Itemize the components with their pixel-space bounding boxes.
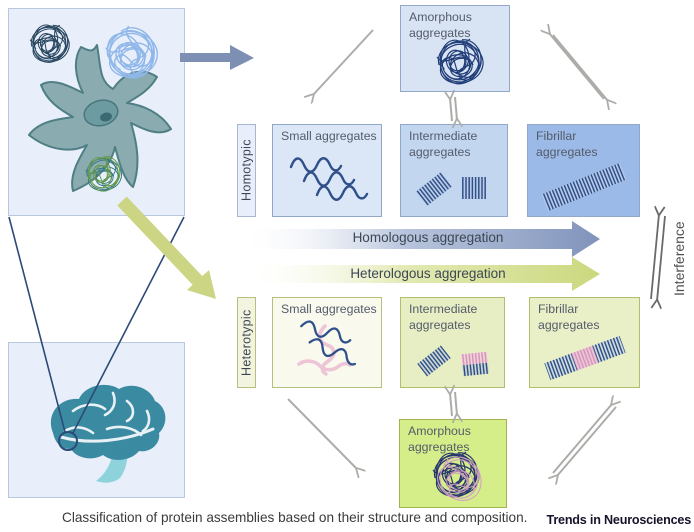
heterotypic-small-aggregates-box: Small aggregates: [272, 297, 382, 388]
intermediate-fibril-icon: [415, 172, 486, 206]
fibril-icon: [541, 162, 627, 212]
mixed-fibril-icon: [544, 335, 626, 381]
heterotypic-fibrillar-aggregates-box: Fibrillar aggregates: [529, 297, 640, 388]
mixed-amorphous-tangle-icon: [428, 447, 492, 509]
cell-panel: [8, 8, 185, 216]
amorphous-tangle-icon: [435, 34, 486, 88]
heterologous-aggregation-label: Heterologous aggregation: [350, 266, 506, 281]
mixed-intermediate-fibril-icon: [417, 345, 490, 377]
amorphous-fibrillar-reversible-arrow-top: [549, 33, 608, 101]
dark-blue-aggregate-icon: [27, 19, 73, 67]
astrocyte-cell-illustration: [27, 19, 172, 193]
interference-label: Interference: [671, 221, 687, 297]
box-label: Small aggregates: [281, 302, 377, 316]
heterotypic-row-label: Heterotypic: [237, 297, 256, 388]
cell-nucleolus: [100, 112, 112, 122]
homotypic-intermediate-aggregates-box: Intermediate aggregates: [400, 124, 508, 217]
amorphous-intermediate-reversible-arrow-bottom: [450, 392, 457, 416]
homotypic-row-label: Homotypic: [237, 124, 256, 217]
homotypic-amorphous-aggregates-box: Amorphous aggregates: [400, 5, 510, 92]
homologous-aggregation-label: Homologous aggregation: [352, 230, 504, 245]
box-label: Small aggregates: [281, 129, 377, 143]
figure-caption: Classification of protein assemblies bas…: [62, 510, 528, 525]
brain-panel: [8, 342, 185, 498]
interference-reversible-arrows: [650, 214, 666, 301]
heterotypic-amorphous-aggregates-box: Amorphous aggregates: [399, 419, 507, 509]
cell-to-homotypic-arrow: [180, 45, 254, 70]
journal-name: Trends in Neurosciences: [546, 513, 692, 527]
heterotypic-intermediate-aggregates-box: Intermediate aggregates: [400, 297, 505, 388]
box-label: Amorphous aggregates: [408, 424, 471, 454]
amorphous-to-small-arrow: [313, 29, 374, 95]
mixed-squiggles-icon: [297, 320, 357, 376]
homotypic-small-aggregates-box: Small aggregates: [272, 124, 382, 217]
box-label: Fibrillar aggregates: [538, 302, 600, 332]
box-label: Intermediate aggregates: [409, 302, 478, 332]
amorphous-intermediate-reversible-arrow-top: [450, 97, 457, 121]
small-to-amorphous-arrow: [287, 398, 357, 469]
box-label: Amorphous aggregates: [409, 10, 472, 40]
box-label: Intermediate aggregates: [409, 129, 478, 159]
amorphous-fibrillar-reversible-arrow-bottom: [553, 404, 616, 476]
small-aggregate-squiggles-icon: [289, 157, 369, 201]
box-label: Fibrillar aggregates: [536, 129, 598, 159]
brain-illustration: [50, 384, 166, 483]
homotypic-fibrillar-aggregates-box: Fibrillar aggregates: [527, 124, 640, 217]
